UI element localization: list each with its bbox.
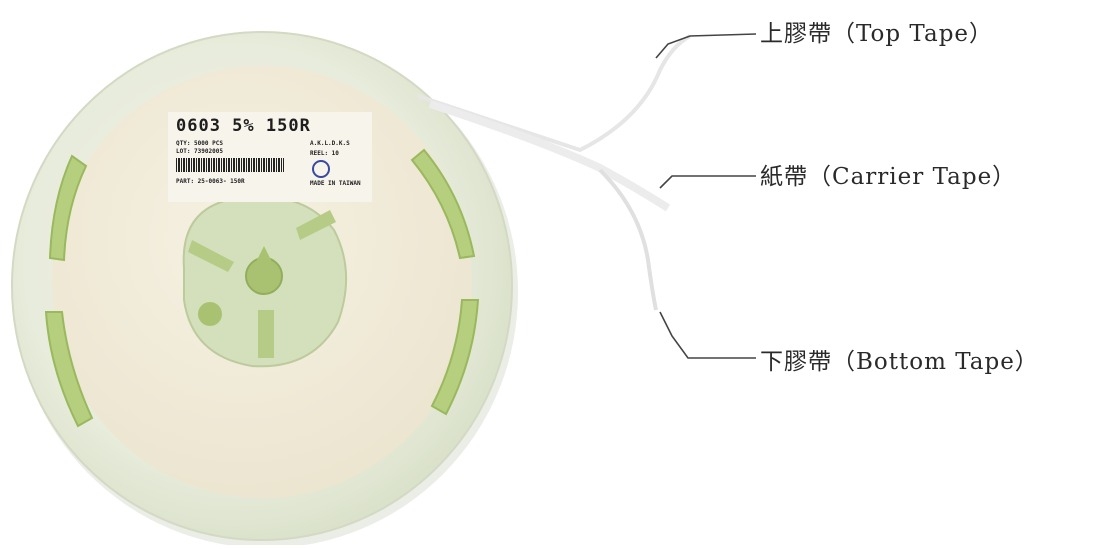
- carrier-tape-label: 紙帶（Carrier Tape）: [760, 164, 1017, 190]
- carrier-tape-strip: [428, 100, 671, 212]
- hub-spoke-left: [188, 240, 234, 272]
- hub-spoke-right: [296, 210, 336, 240]
- reel-label-qty: QTY: 5000 PCS: [176, 140, 223, 147]
- reel-label-logo: [312, 160, 330, 178]
- reel-label-sticker: [168, 112, 372, 202]
- hub-center: [245, 257, 283, 295]
- reel-window-right-lower: [430, 299, 480, 416]
- bottom-tape-leader-line: [659, 311, 756, 359]
- reel-window-right-upper: [410, 148, 476, 260]
- reel-label-barcode: [176, 158, 284, 172]
- reel-label-ref: REEL: 10: [310, 150, 339, 157]
- hub-spoke-bottom: [258, 310, 274, 358]
- reel-label-code: A.K.L.D.K.S: [310, 140, 350, 147]
- reel-label-part-number: PART: 25-0063- 150R: [176, 178, 245, 185]
- reel-label-origin: MADE IN TAIWAN: [310, 180, 361, 187]
- reel-label-part: 0603 5% 150R: [176, 116, 311, 136]
- reel-label: 0603 5% 150R QTY: 5000 PCS LOT: 73902005…: [170, 112, 370, 204]
- carrier-tape-leader-line: [659, 175, 756, 189]
- reel-window-left-upper: [48, 154, 88, 262]
- top-tape-strip: [417, 34, 692, 153]
- hub-hole-left: [198, 302, 222, 326]
- top-tape-leader-line: [655, 33, 757, 59]
- reel-label-lot: LOT: 73902005: [176, 148, 223, 155]
- bottom-tape-strip: [598, 168, 658, 311]
- reel-window-left-lower: [44, 311, 94, 428]
- top-tape-label: 上膠帶（Top Tape）: [760, 21, 994, 47]
- bottom-tape-label: 下膠帶（Bottom Tape）: [760, 349, 1039, 375]
- hub-center-notch: [256, 246, 272, 262]
